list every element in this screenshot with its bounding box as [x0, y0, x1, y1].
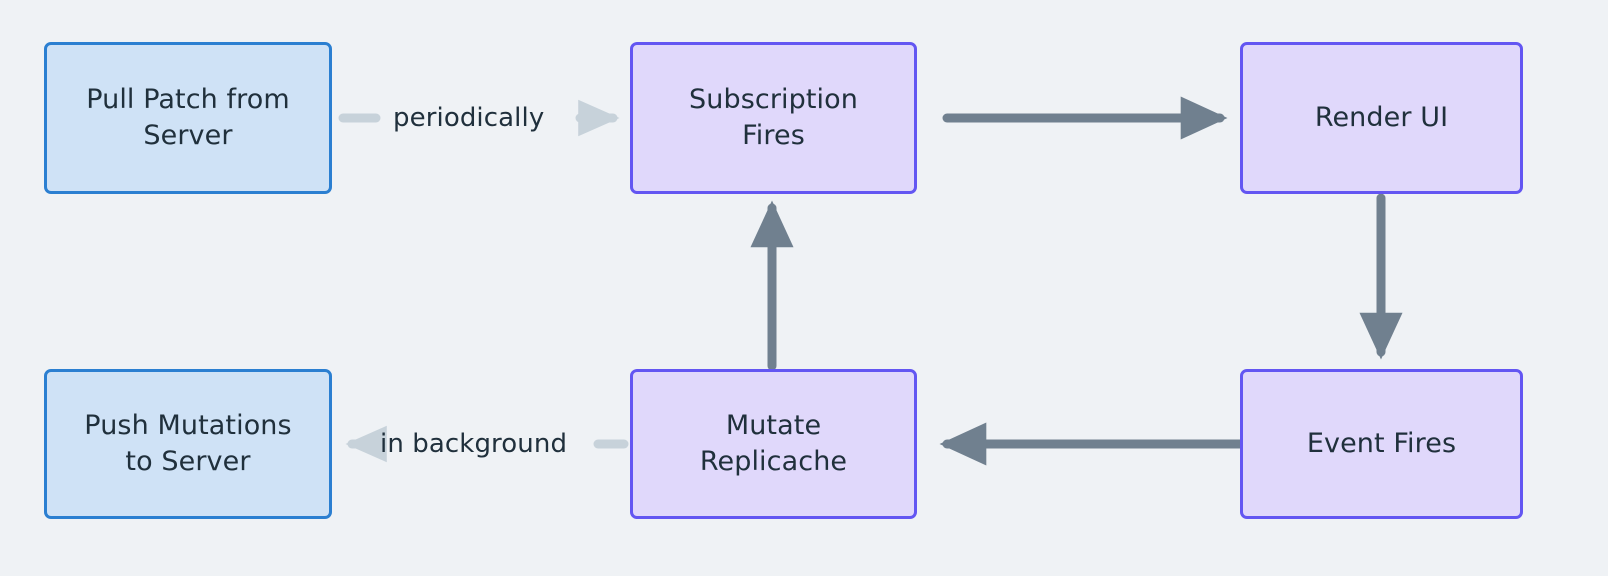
- node-pull-patch-from-server[interactable]: Pull Patch from Server: [44, 42, 332, 194]
- node-event-fires[interactable]: Event Fires: [1240, 369, 1523, 519]
- node-label: Pull Patch from Server: [86, 84, 290, 151]
- node-label: Event Fires: [1306, 428, 1457, 460]
- node-label: Mutate Replicache: [699, 410, 848, 477]
- node-label: Subscription Fires: [689, 84, 858, 151]
- node-render-ui[interactable]: Render UI: [1240, 42, 1523, 194]
- edge-label-periodically: periodically: [393, 103, 545, 133]
- node-label: Push Mutations to Server: [84, 410, 292, 477]
- edge-label-in-background: in background: [380, 429, 568, 459]
- node-subscription-fires[interactable]: Subscription Fires: [630, 42, 917, 194]
- node-push-mutations-to-server[interactable]: Push Mutations to Server: [44, 369, 332, 519]
- node-mutate-replicache[interactable]: Mutate Replicache: [630, 369, 917, 519]
- node-label: Render UI: [1314, 102, 1449, 134]
